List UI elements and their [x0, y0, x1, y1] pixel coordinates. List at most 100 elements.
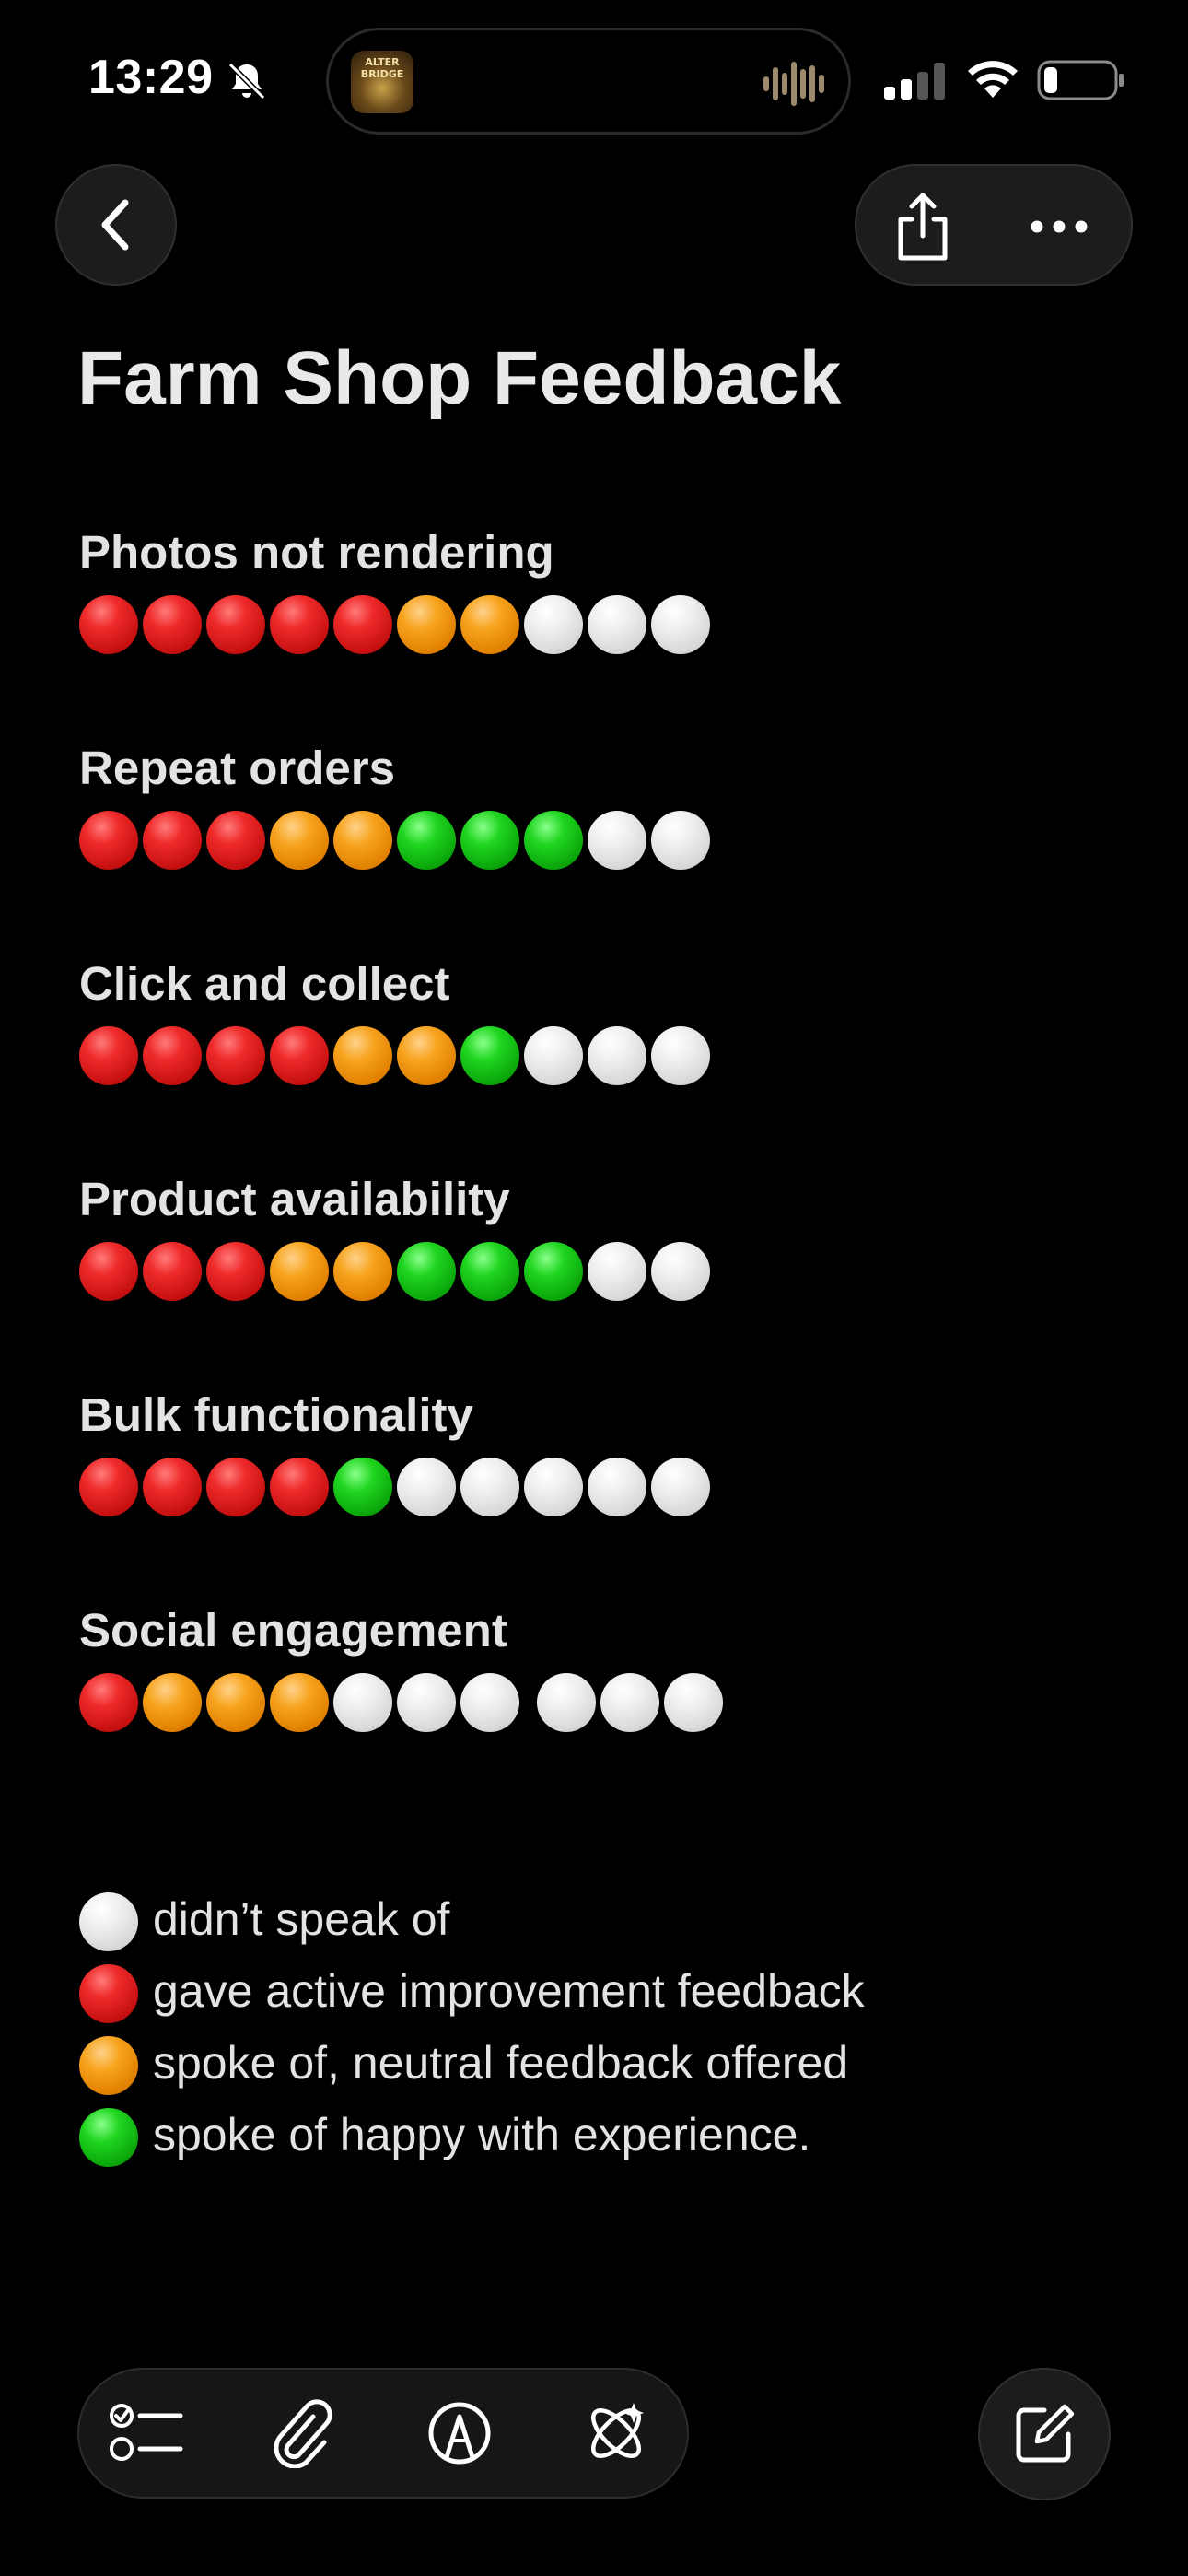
action-button-group: [855, 164, 1133, 286]
legend-dot-green: [79, 2108, 138, 2167]
cellular-signal-icon: [884, 63, 945, 100]
compose-button[interactable]: [978, 2368, 1111, 2500]
rating-dot-red: [79, 1458, 138, 1516]
checklist-icon: [110, 2404, 183, 2461]
back-button[interactable]: [55, 164, 177, 286]
rating-dot-red: [270, 1026, 329, 1085]
chevron-left-icon: [101, 199, 129, 251]
rating-dot-red: [143, 811, 202, 870]
rating-dot-white: [651, 1458, 710, 1516]
waveform-icon: [763, 62, 824, 106]
rating-dot-white: [651, 595, 710, 654]
rating-dot-white: [537, 1673, 596, 1732]
rating-dot-red: [270, 1458, 329, 1516]
rating-dot-red: [143, 1026, 202, 1085]
rating-dot-red: [206, 1458, 265, 1516]
rating-dot-green: [460, 811, 519, 870]
rating-dot-orange: [333, 1026, 392, 1085]
dynamic-island[interactable]: ALTER BRIDGE: [326, 28, 851, 135]
rating-dot-red: [206, 1242, 265, 1301]
rating-dot-orange: [333, 811, 392, 870]
compose-icon: [1016, 2404, 1075, 2463]
legend-dot-orange: [79, 2036, 138, 2095]
rating-dot-orange: [270, 811, 329, 870]
album-art: ALTER BRIDGE: [351, 51, 413, 113]
rating-dot-red: [79, 1673, 138, 1732]
rating-dot-orange: [397, 595, 456, 654]
rating-dot-red: [79, 811, 138, 870]
rating-dot-green: [460, 1242, 519, 1301]
rating-dot-green: [524, 1242, 583, 1301]
rating-dot-orange: [206, 1673, 265, 1732]
rating-dot-red: [143, 595, 202, 654]
rating-dot-red: [143, 1458, 202, 1516]
apple-intelligence-icon: [591, 2403, 644, 2458]
bell-slash-icon: [227, 62, 266, 100]
attachment-button[interactable]: [263, 2394, 343, 2473]
rating-dot-orange: [270, 1673, 329, 1732]
note-toolbar: [77, 2368, 689, 2499]
more-button[interactable]: [1013, 188, 1105, 265]
status-time: 13:29: [88, 51, 214, 104]
section-title[interactable]: Product availability: [79, 1173, 510, 1225]
rating-dot-white: [397, 1458, 456, 1516]
note-title[interactable]: Farm Shop Feedback: [77, 336, 842, 420]
legend-text[interactable]: gave active improvement feedback: [153, 1965, 865, 2017]
markup-pen-icon: [428, 2402, 491, 2465]
rating-dot-green: [460, 1026, 519, 1085]
rating-dot-white: [588, 1458, 646, 1516]
legend-text[interactable]: didn’t speak of: [153, 1893, 450, 1945]
album-art-text: ALTER BRIDGE: [360, 56, 404, 80]
rating-dot-red: [270, 595, 329, 654]
rating-dot-orange: [333, 1242, 392, 1301]
rating-dot-white: [588, 1026, 646, 1085]
rating-dot-red: [206, 1026, 265, 1085]
rating-dot-red: [79, 1242, 138, 1301]
paperclip-icon: [274, 2399, 332, 2468]
rating-dot-white: [600, 1673, 659, 1732]
section-title[interactable]: Repeat orders: [79, 742, 395, 794]
rating-dot-white: [524, 1458, 583, 1516]
section-title[interactable]: Social engagement: [79, 1604, 507, 1657]
wifi-icon: [968, 61, 1018, 98]
rating-dot-white: [651, 1026, 710, 1085]
rating-dot-green: [397, 1242, 456, 1301]
rating-dot-red: [206, 595, 265, 654]
rating-dot-white: [664, 1673, 723, 1732]
section-title[interactable]: Click and collect: [79, 957, 450, 1010]
rating-dot-white: [460, 1673, 519, 1732]
section-title[interactable]: Photos not rendering: [79, 526, 554, 579]
rating-dot-green: [333, 1458, 392, 1516]
share-button[interactable]: [884, 188, 961, 265]
ellipsis-icon: [1031, 220, 1088, 233]
rating-dot-white: [397, 1673, 456, 1732]
rating-dot-red: [206, 811, 265, 870]
writing-tools-button[interactable]: [577, 2394, 656, 2473]
rating-dot-white: [524, 1026, 583, 1085]
checklist-button[interactable]: [107, 2394, 186, 2473]
rating-dot-orange: [460, 595, 519, 654]
rating-dot-red: [143, 1242, 202, 1301]
rating-dot-orange: [270, 1242, 329, 1301]
rating-dot-white: [588, 595, 646, 654]
legend-dot-red: [79, 1964, 138, 2023]
rating-dot-white: [524, 595, 583, 654]
battery-icon: [1037, 60, 1124, 100]
legend-dot-white: [79, 1892, 138, 1951]
rating-dot-orange: [143, 1673, 202, 1732]
rating-dot-white: [651, 1242, 710, 1301]
rating-dot-white: [588, 1242, 646, 1301]
rating-dot-white: [651, 811, 710, 870]
rating-dot-green: [524, 811, 583, 870]
rating-dot-red: [333, 595, 392, 654]
rating-dot-white: [333, 1673, 392, 1732]
status-bar: 13:29 ALTER BRIDGE: [0, 0, 1188, 166]
legend-text[interactable]: spoke of happy with experience.: [153, 2109, 811, 2160]
legend-text[interactable]: spoke of, neutral feedback offered: [153, 2037, 849, 2089]
rating-dot-white: [460, 1458, 519, 1516]
share-icon: [898, 193, 948, 261]
section-title[interactable]: Bulk functionality: [79, 1388, 473, 1441]
rating-dot-red: [79, 1026, 138, 1085]
rating-dot-red: [79, 595, 138, 654]
markup-button[interactable]: [420, 2394, 499, 2473]
